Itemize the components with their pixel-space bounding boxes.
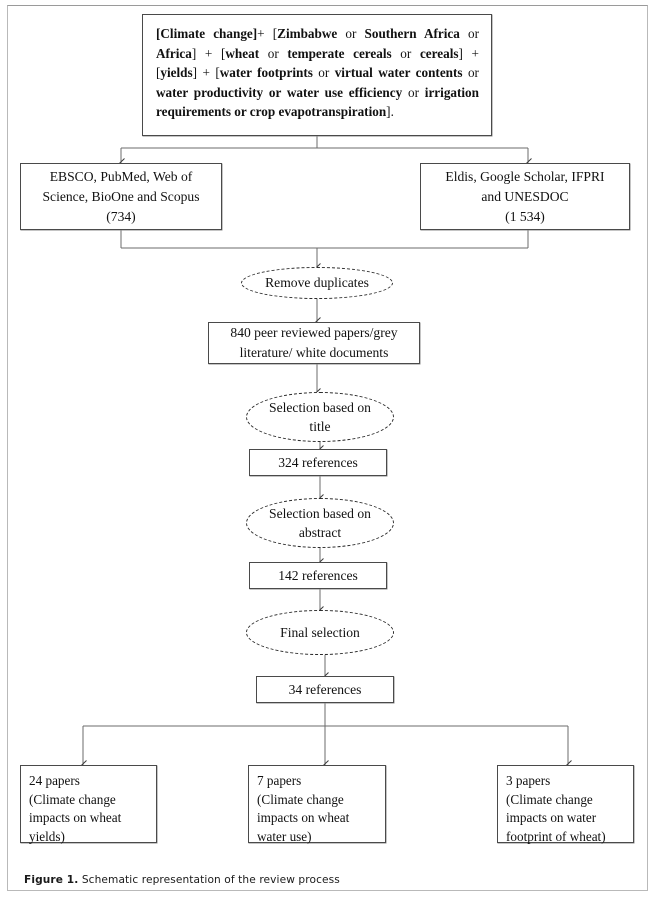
result-1-line-1: 24 papers [29,773,80,788]
query-seg-13: ] + [ [156,45,479,81]
result-1-line-4: yields) [29,828,65,844]
search-query-box: [Climate change]+ [Zimbabwe or Southern … [142,14,492,136]
step-final-selection-label: Final selection [280,624,360,640]
query-seg-10: temperate cereals [287,45,392,61]
query-seg-15: ] + [ [192,65,220,81]
query-seg-18: virtual water contents [334,65,463,81]
query-seg-22: irrigation requirements or crop evapotra… [156,84,479,120]
result-2-line-3: impacts on wheat [257,810,350,826]
query-seg-4: Southern Africa [364,26,460,41]
result-2-line-4: water use) [257,828,312,844]
result-3-line-2: (Climate change [506,791,593,807]
step-references-324-label: 324 references [278,454,358,470]
result-box-wheat-yields: 24 papers (Climate change impacts on whe… [20,765,157,844]
query-seg-11: or [391,45,420,61]
result-2-line-2: (Climate change [257,791,344,807]
query-seg-5: or [459,26,479,41]
query-seg-1: + [ [257,26,278,41]
search-query-text: [Climate change]+ [Zimbabwe or Southern … [156,24,479,122]
source-right-line-2: and UNESDOC [481,188,569,204]
step-selection-by-abstract-line-1: Selection based on [269,506,371,521]
query-seg-23: ]. [386,104,394,120]
query-seg-3: or [337,26,365,41]
result-3-line-1: 3 papers [506,773,551,788]
result-2-line-1: 7 papers [257,773,302,788]
query-seg-0: [Climate change] [156,26,258,41]
source-left-line-1: EBSCO, PubMed, Web of [49,168,193,184]
query-seg-6: Africa [156,45,192,61]
step-selection-by-title-line-1: Selection based on [269,400,371,415]
step-references-142: 142 references [249,562,387,589]
result-box-wheat-water-use: 7 papers (Climate change impacts on whea… [248,765,386,844]
step-references-34-label: 34 references [288,681,362,697]
step-remove-duplicates-label: Remove duplicates [265,275,369,290]
result-1-line-2: (Climate change [29,791,116,807]
step-references-324: 324 references [249,449,387,476]
step-selection-by-title-line-2: title [309,419,331,434]
query-seg-9: or [259,45,288,61]
figure-caption-label: Figure 1. [24,874,79,886]
query-seg-16: water footprints [219,65,313,81]
query-seg-20: water productivity or water use efficien… [156,84,403,100]
source-box-academic-databases: EBSCO, PubMed, Web of Science, BioOne an… [20,163,222,230]
step-remove-duplicates: Remove duplicates [241,267,393,299]
query-seg-12: cereals [419,45,459,61]
step-records-840: 840 peer reviewed papers/grey literature… [208,322,420,364]
step-selection-by-abstract: Selection based on abstract [246,498,394,548]
query-seg-8: wheat [225,45,260,61]
result-3-line-3: impacts on water [506,810,597,826]
source-left-count: (734) [106,208,136,224]
step-selection-by-title: Selection based on title [246,392,394,442]
step-references-34: 34 references [256,676,394,703]
step-selection-by-abstract-line-2: abstract [298,525,342,540]
step-records-840-line-2: literature/ white documents [239,345,389,360]
step-records-840-line-1: 840 peer reviewed papers/grey [230,325,398,340]
figure-caption: Figure 1. Schematic representation of th… [24,874,340,886]
step-final-selection: Final selection [246,610,394,655]
query-seg-14: yields [160,65,193,81]
query-seg-19: or [462,65,479,81]
query-seg-2: Zimbabwe [277,26,338,41]
step-references-142-label: 142 references [278,567,358,583]
source-left-line-2: Science, BioOne and Scopus [42,188,200,204]
query-seg-21: or [402,84,425,100]
result-1-line-3: impacts on wheat [29,810,122,826]
source-right-count: (1 534) [505,208,545,224]
source-right-line-1: Eldis, Google Scholar, IFPRI [445,168,605,184]
result-3-line-4: footprint of wheat) [506,828,606,844]
figure-caption-text: Schematic representation of the review p… [78,874,340,886]
source-box-grey-literature: Eldis, Google Scholar, IFPRI and UNESDOC… [420,163,630,230]
query-seg-7: ] + [ [191,45,226,61]
result-box-water-footprint: 3 papers (Climate change impacts on wate… [497,765,634,844]
query-seg-17: or [312,65,335,81]
